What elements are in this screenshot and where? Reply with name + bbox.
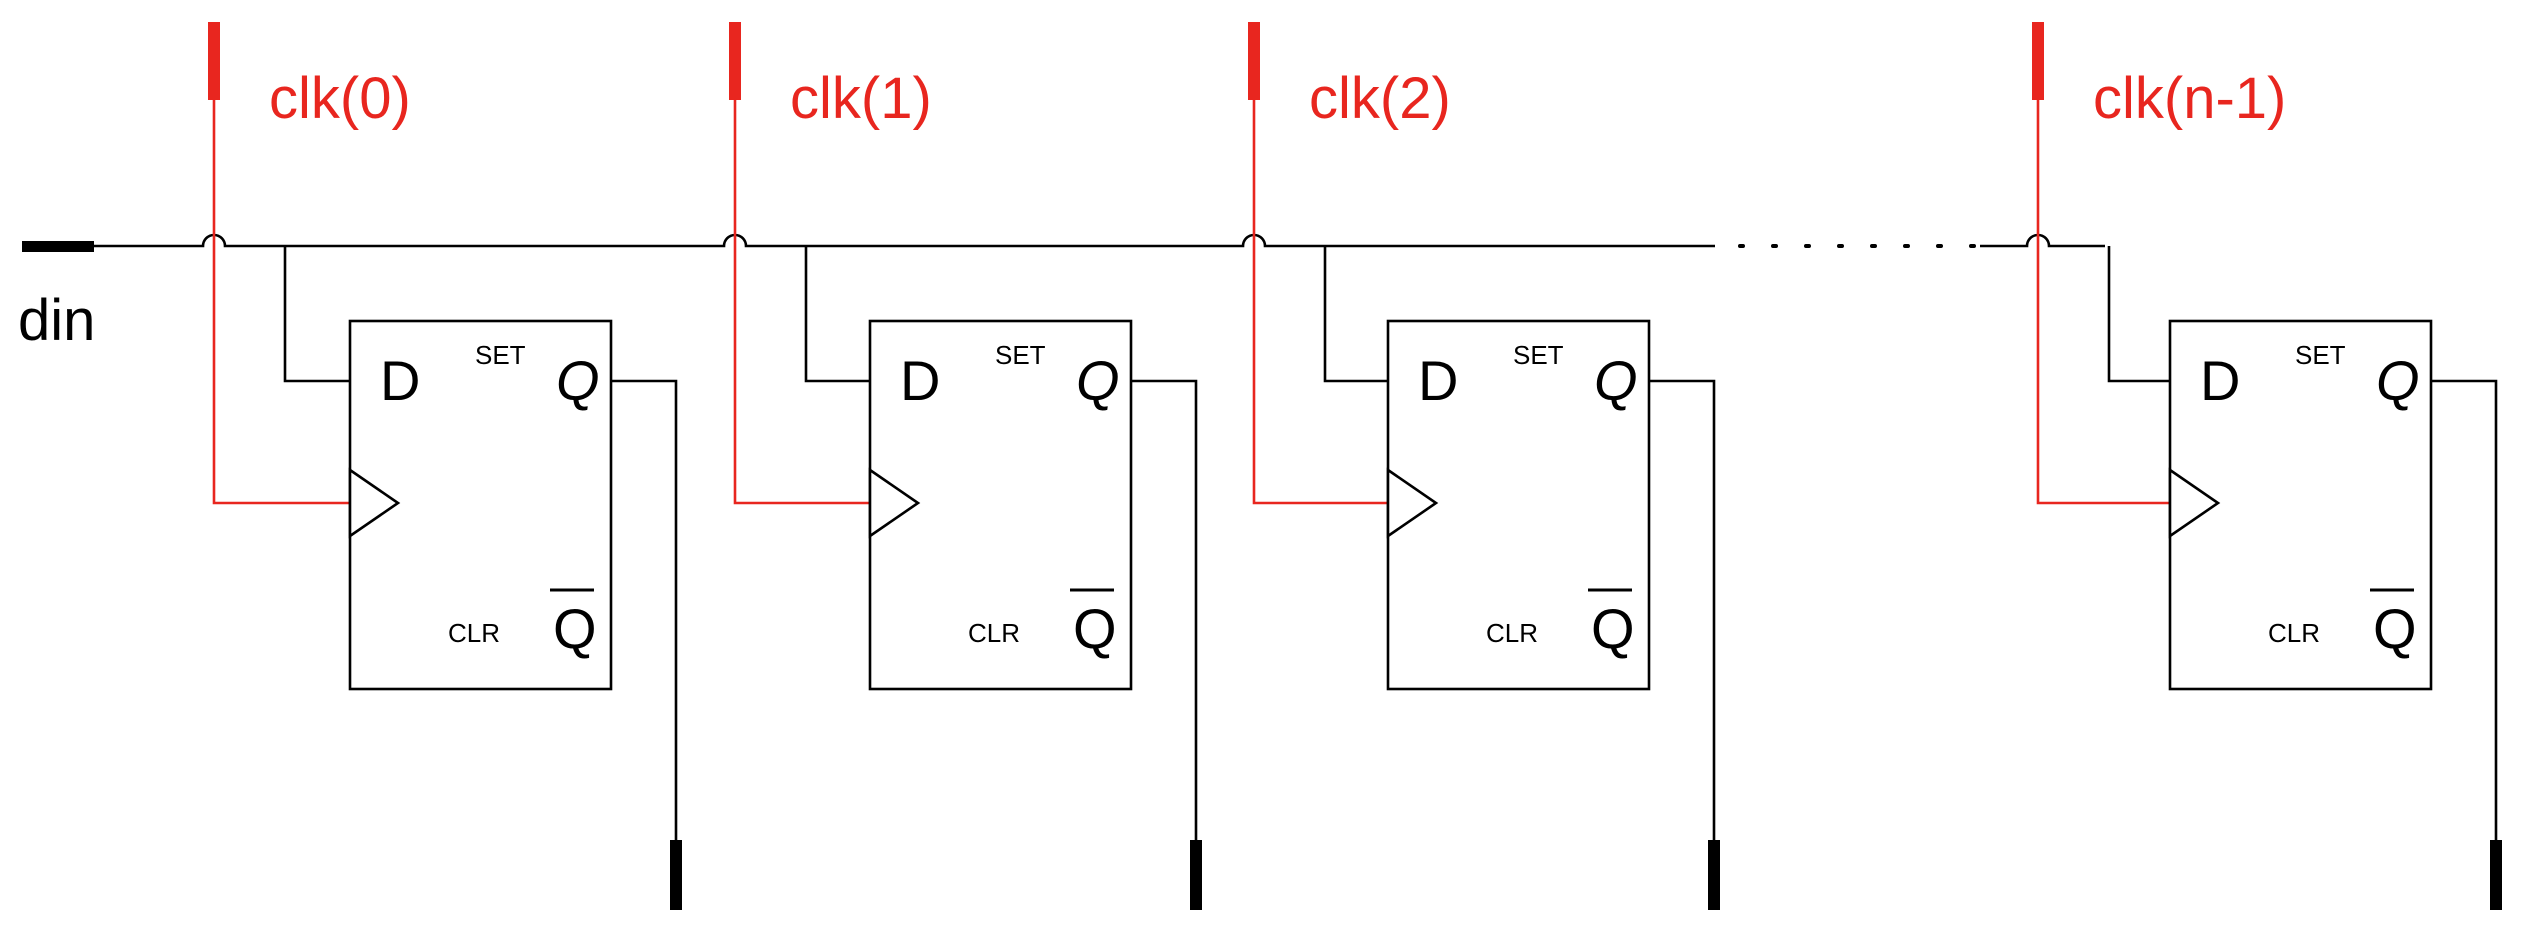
clk-pin-1: [729, 22, 741, 100]
d-pin-label-1: D: [900, 349, 940, 412]
q-output-wire-3: [2431, 379, 2498, 840]
clock-input-triangle-2: [1386, 467, 1439, 539]
q-pin-label-0: Q: [556, 349, 600, 412]
clk-pin-3: [2032, 22, 2044, 100]
din-data-bus: [94, 233, 1715, 248]
qbar-pin-label-2: Q: [1591, 597, 1635, 660]
q-pin-label-3: Q: [2376, 349, 2420, 412]
clk-wire-3: [2036, 100, 2170, 505]
q-output-wire-1: [1131, 379, 1198, 840]
stage-1: clk(1) D SET Q CLR Q: [729, 22, 1202, 910]
flip-flop-box-1: [868, 319, 1133, 691]
clock-input-triangle-3: [2168, 467, 2221, 539]
stage-0: clk(0) D SET Q CLR Q: [208, 22, 682, 910]
clk-label-2: clk(2): [1309, 66, 1451, 131]
q-output-pin-2: [1708, 840, 1720, 910]
clk-wire-2: [1252, 100, 1388, 505]
stage-3: clk(n-1) D SET Q CLR Q: [2032, 22, 2502, 910]
q-output-pin-1: [1190, 840, 1202, 910]
clk-label-0: clk(0): [269, 66, 411, 131]
d-tap-wire-0: [283, 246, 350, 383]
din-label: din: [18, 288, 95, 353]
clr-pin-label-1: CLR: [968, 618, 1020, 648]
clr-pin-label-3: CLR: [2268, 618, 2320, 648]
d-pin-label-2: D: [1418, 349, 1458, 412]
din-input-pin: [22, 241, 94, 252]
q-pin-label-1: Q: [1076, 349, 1120, 412]
clk-label-1: clk(1): [790, 66, 932, 131]
d-pin-label-3: D: [2200, 349, 2240, 412]
qbar-pin-label-0: Q: [553, 597, 597, 660]
d-tap-wire-1: [804, 246, 870, 383]
q-output-pin-0: [670, 840, 682, 910]
clk-wire-1: [733, 100, 870, 505]
d-tap-wire-2: [1323, 246, 1388, 383]
clock-input-triangle-0: [348, 467, 401, 539]
q-output-wire-0: [611, 379, 678, 840]
stage-2: clk(2) D SET Q CLR Q: [1248, 22, 1720, 910]
clk-pin-0: [208, 22, 220, 100]
qbar-pin-label-3: Q: [2373, 597, 2417, 660]
q-output-wire-2: [1649, 379, 1716, 840]
set-pin-label-3: SET: [2295, 340, 2346, 370]
clr-pin-label-2: CLR: [1486, 618, 1538, 648]
q-pin-label-2: Q: [1594, 349, 1638, 412]
clr-pin-label-0: CLR: [448, 618, 500, 648]
d-pin-label-0: D: [380, 349, 420, 412]
clk-wire-0: [212, 100, 350, 505]
set-pin-label-0: SET: [475, 340, 526, 370]
clock-input-triangle-1: [868, 467, 921, 539]
din-data-bus-tail: [1980, 233, 2105, 248]
clk-label-3: clk(n-1): [2093, 66, 2286, 131]
d-tap-wire-3: [2107, 246, 2170, 383]
clk-pin-2: [1248, 22, 1260, 100]
set-pin-label-1: SET: [995, 340, 1046, 370]
set-pin-label-2: SET: [1513, 340, 1564, 370]
q-output-pin-3: [2490, 840, 2502, 910]
qbar-pin-label-1: Q: [1073, 597, 1117, 660]
